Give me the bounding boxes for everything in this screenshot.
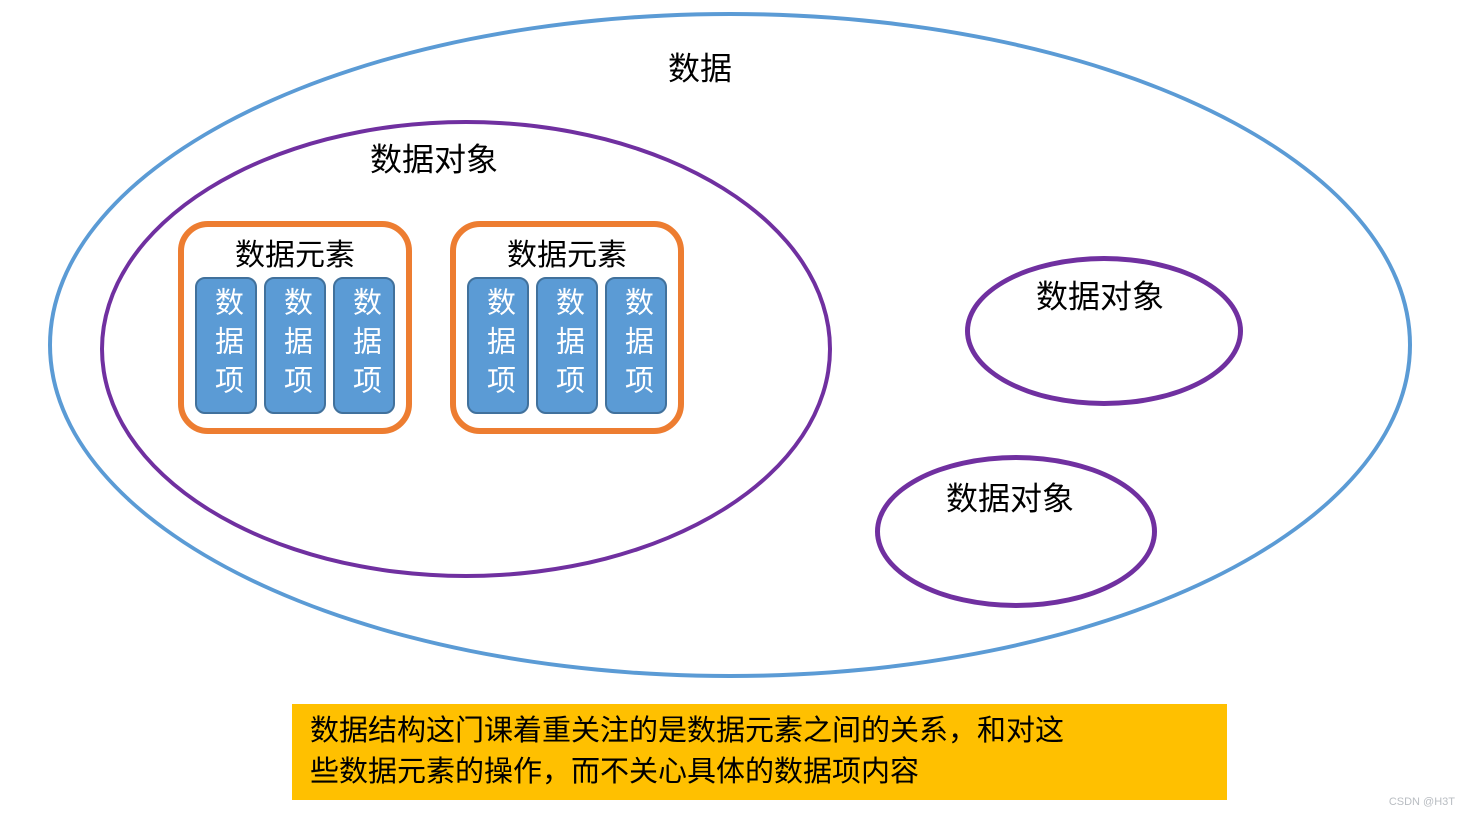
data-item-label: 数据项 — [482, 287, 515, 404]
data-item-label: 数据项 — [620, 287, 653, 404]
data-element-2-label: 数据元素 — [507, 239, 627, 272]
data-item-label: 数据项 — [348, 287, 381, 404]
data-object-3-ellipse — [875, 455, 1157, 608]
caption-box: 数据结构这门课着重关注的是数据元素之间的关系，和对这 些数据元素的操作，而不关心… — [292, 704, 1227, 800]
data-set-ellipse — [48, 12, 1412, 678]
data-object-3-label: 数据对象 — [945, 480, 1075, 517]
caption-line-1: 数据结构这门课着重关注的是数据元素之间的关系，和对这 — [310, 715, 1065, 747]
data-object-main-ellipse — [100, 120, 832, 578]
data-item-box: 数据项 — [333, 277, 395, 414]
data-element-1-label: 数据元素 — [235, 239, 355, 272]
data-object-2-ellipse — [965, 256, 1243, 406]
watermark: CSDN @H3T — [1388, 796, 1455, 808]
data-item-box: 数据项 — [536, 277, 598, 414]
data-element-2-items: 数据项 数据项 数据项 — [456, 277, 678, 414]
data-item-label: 数据项 — [210, 287, 243, 404]
data-item-box: 数据项 — [605, 277, 667, 414]
caption-line-2: 些数据元素的操作，而不关心具体的数据项内容 — [310, 756, 920, 788]
data-element-1-items: 数据项 数据项 数据项 — [184, 277, 406, 414]
data-object-main-label: 数据对象 — [369, 141, 499, 178]
data-item-label: 数据项 — [551, 287, 584, 404]
data-item-label: 数据项 — [279, 287, 312, 404]
data-item-box: 数据项 — [264, 277, 326, 414]
data-item-box: 数据项 — [195, 277, 257, 414]
data-element-box-2: 数据元素 数据项 数据项 数据项 — [450, 221, 684, 434]
data-label: 数据 — [667, 50, 733, 87]
data-item-box: 数据项 — [467, 277, 529, 414]
data-object-2-label: 数据对象 — [1035, 278, 1165, 315]
data-element-box-1: 数据元素 数据项 数据项 数据项 — [178, 221, 412, 434]
